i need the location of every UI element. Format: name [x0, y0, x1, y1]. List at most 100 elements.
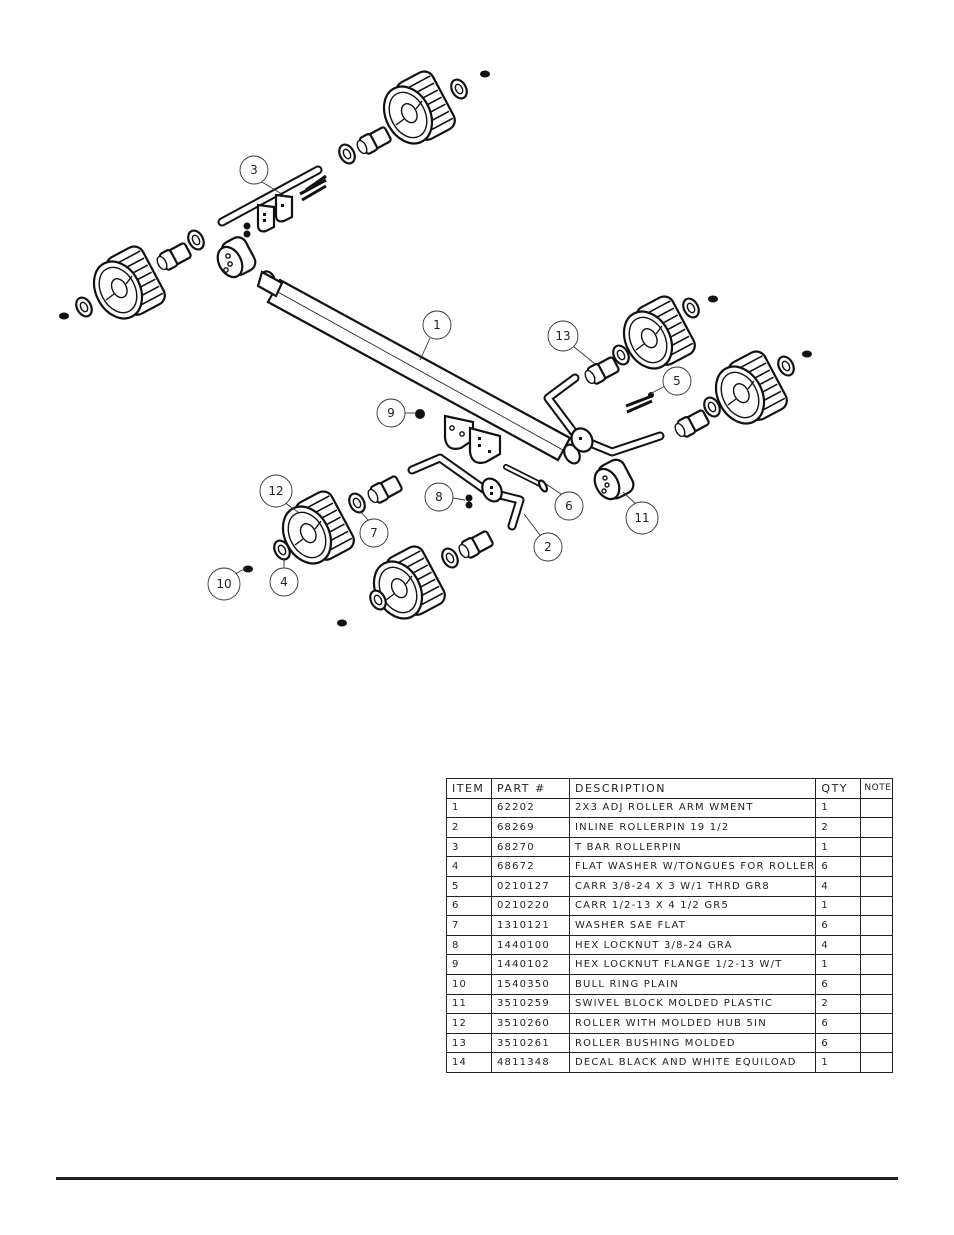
- cell-qty: 1: [815, 836, 862, 858]
- cell-note: [860, 934, 894, 956]
- cell-part-number: 0210127: [491, 875, 570, 897]
- cell-part-number: 4811348: [491, 1052, 570, 1073]
- cell-note: [860, 915, 894, 936]
- cell-note: [860, 817, 894, 838]
- cell-item: 14: [446, 1052, 492, 1073]
- callout-4: 4: [269, 558, 299, 597]
- cell-description: SWIVEL BLOCK MOLDED PLASTIC: [568, 993, 817, 1015]
- callout-1: 1: [419, 310, 452, 361]
- cell-qty: 6: [815, 856, 862, 877]
- cell-description: WASHER SAE FLAT: [568, 915, 817, 936]
- cell-part-number: 1440102: [491, 954, 570, 975]
- cell-note: [860, 1032, 894, 1054]
- cell-note: [860, 895, 894, 917]
- bull-ring-upper-left: [59, 312, 69, 320]
- cell-note: [860, 797, 894, 819]
- cell-description: 2X3 ADJ ROLLER ARM WMENT: [568, 797, 817, 819]
- washer-mid-right-outer: [679, 294, 703, 322]
- cell-part-number: 68672: [491, 856, 570, 877]
- cell-qty: 1: [815, 797, 862, 819]
- washer-top-outer: [447, 75, 471, 103]
- svg-text:6: 6: [565, 499, 573, 513]
- cell-part-number: 3510259: [491, 993, 570, 1015]
- callout-8: 8: [424, 482, 466, 512]
- bushing-bottom: [456, 528, 496, 561]
- svg-text:12: 12: [268, 484, 283, 498]
- cell-item: 2: [446, 817, 492, 838]
- cell-part-number: 1540350: [491, 973, 570, 995]
- cell-item: 9: [446, 954, 492, 975]
- bull-ring-mid-right: [708, 295, 718, 303]
- callout-6: 6: [545, 483, 584, 521]
- header-description: DESCRIPTION: [568, 778, 817, 799]
- cell-qty: 4: [815, 934, 862, 956]
- svg-text:13: 13: [555, 329, 570, 343]
- roller-bottom: [363, 541, 450, 628]
- cell-item: 12: [446, 1013, 492, 1034]
- svg-text:11: 11: [634, 511, 649, 525]
- cell-qty: 6: [815, 1032, 862, 1054]
- washer-top-inner: [335, 140, 359, 168]
- cell-part-number: 68270: [491, 836, 570, 858]
- cell-qty: 1: [815, 895, 862, 917]
- callout-2: 2: [523, 513, 563, 562]
- cell-item: 7: [446, 915, 492, 936]
- bull-ring-bottom: [337, 619, 347, 627]
- mount-bracket: [443, 414, 502, 464]
- cell-qty: 6: [815, 973, 862, 995]
- carriage-bolt-long: [503, 464, 548, 493]
- header-item: ITEM: [446, 778, 492, 799]
- svg-text:8: 8: [435, 490, 443, 504]
- cell-description: HEX LOCKNUT FLANGE 1/2-13 W/T: [568, 954, 817, 975]
- cell-part-number: 68269: [491, 817, 570, 838]
- cell-part-number: 3510260: [491, 1013, 570, 1034]
- cell-description: ROLLER BUSHING MOLDED: [568, 1032, 817, 1054]
- cell-note: [860, 875, 894, 897]
- cell-item: 1: [446, 797, 492, 819]
- callout-12: 12: [259, 474, 299, 513]
- cell-description: CARR 1/2-13 X 4 1/2 GR5: [568, 895, 817, 917]
- svg-text:1: 1: [433, 318, 441, 332]
- svg-text:10: 10: [216, 577, 231, 591]
- cell-description: BULL RING PLAIN: [568, 973, 817, 995]
- cell-note: [860, 973, 894, 995]
- roller-upper-left: [83, 241, 170, 328]
- cell-item: 4: [446, 856, 492, 877]
- locknut-flange: [415, 409, 425, 419]
- carriage-bolts-upper: [299, 174, 327, 202]
- header-qty: QTY: [815, 778, 862, 799]
- svg-text:2: 2: [544, 540, 552, 554]
- cell-qty: 6: [815, 1013, 862, 1034]
- locknuts-lower: [465, 494, 473, 509]
- swivel-block-lower: [593, 458, 635, 501]
- cell-description: CARR 3/8-24 X 3 W/1 THRD GR8: [568, 875, 817, 897]
- callout-13: 13: [547, 320, 596, 365]
- t-bar-rollerpin: [217, 165, 323, 233]
- cell-item: 6: [446, 895, 492, 917]
- cell-item: 5: [446, 875, 492, 897]
- washer-upper-left: [72, 293, 96, 321]
- inline-rollerpin-left: [407, 453, 525, 531]
- cell-part-number: 3510261: [491, 1032, 570, 1054]
- washer-bottom-inner: [438, 544, 462, 572]
- callout-11: 11: [622, 491, 659, 535]
- cell-qty: 1: [815, 1052, 862, 1073]
- cell-note: [860, 836, 894, 858]
- washer-far-right-outer: [774, 352, 798, 380]
- locknuts-upper: [243, 222, 251, 238]
- bushing-top: [354, 124, 394, 157]
- cell-description: T BAR ROLLERPIN: [568, 836, 817, 858]
- cell-qty: 6: [815, 915, 862, 936]
- cell-part-number: 1440100: [491, 934, 570, 956]
- callout-10: 10: [207, 567, 247, 601]
